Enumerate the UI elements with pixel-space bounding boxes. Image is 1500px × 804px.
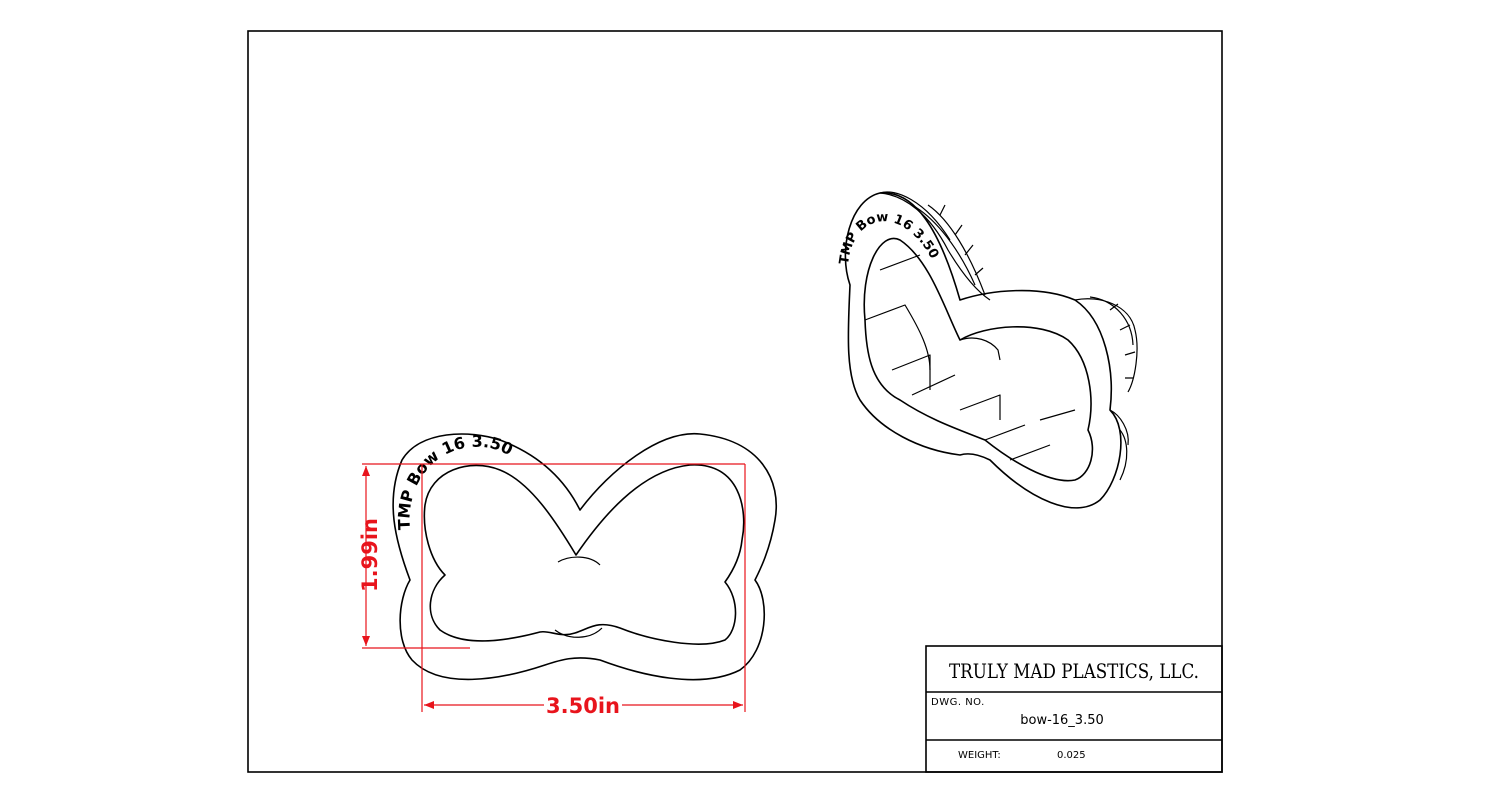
sheet-border [247,30,1223,773]
drawing-number-label: DWG. NO. [931,697,985,708]
height-dimension-label: 1.99in [358,518,382,592]
bow-top-view: TMP Bow 16 3.50 [392,432,777,681]
bow-center-knot [554,556,603,638]
iso-inner-contour [863,237,1094,482]
width-dimension-label: 3.50in [546,694,620,718]
weight-value: 0.025 [1057,750,1086,761]
weight-label: WEIGHT: [958,750,1001,761]
embossed-label: TMP Bow 16 3.50 [394,432,516,531]
company-name: TRULY MAD PLASTICS, LLC. [949,659,1199,683]
bow-outer-contour [392,433,777,681]
dimension-annotations: 1.99in 3.50in [358,463,746,718]
bow-isometric-view: TMP Bow 16 3.50 [837,191,1138,509]
title-block: TRULY MAD PLASTICS, LLC. DWG. NO. bow-16… [925,645,1223,773]
bow-inner-contour [423,464,745,645]
drawing-number: bow-16_3.50 [1020,713,1104,728]
